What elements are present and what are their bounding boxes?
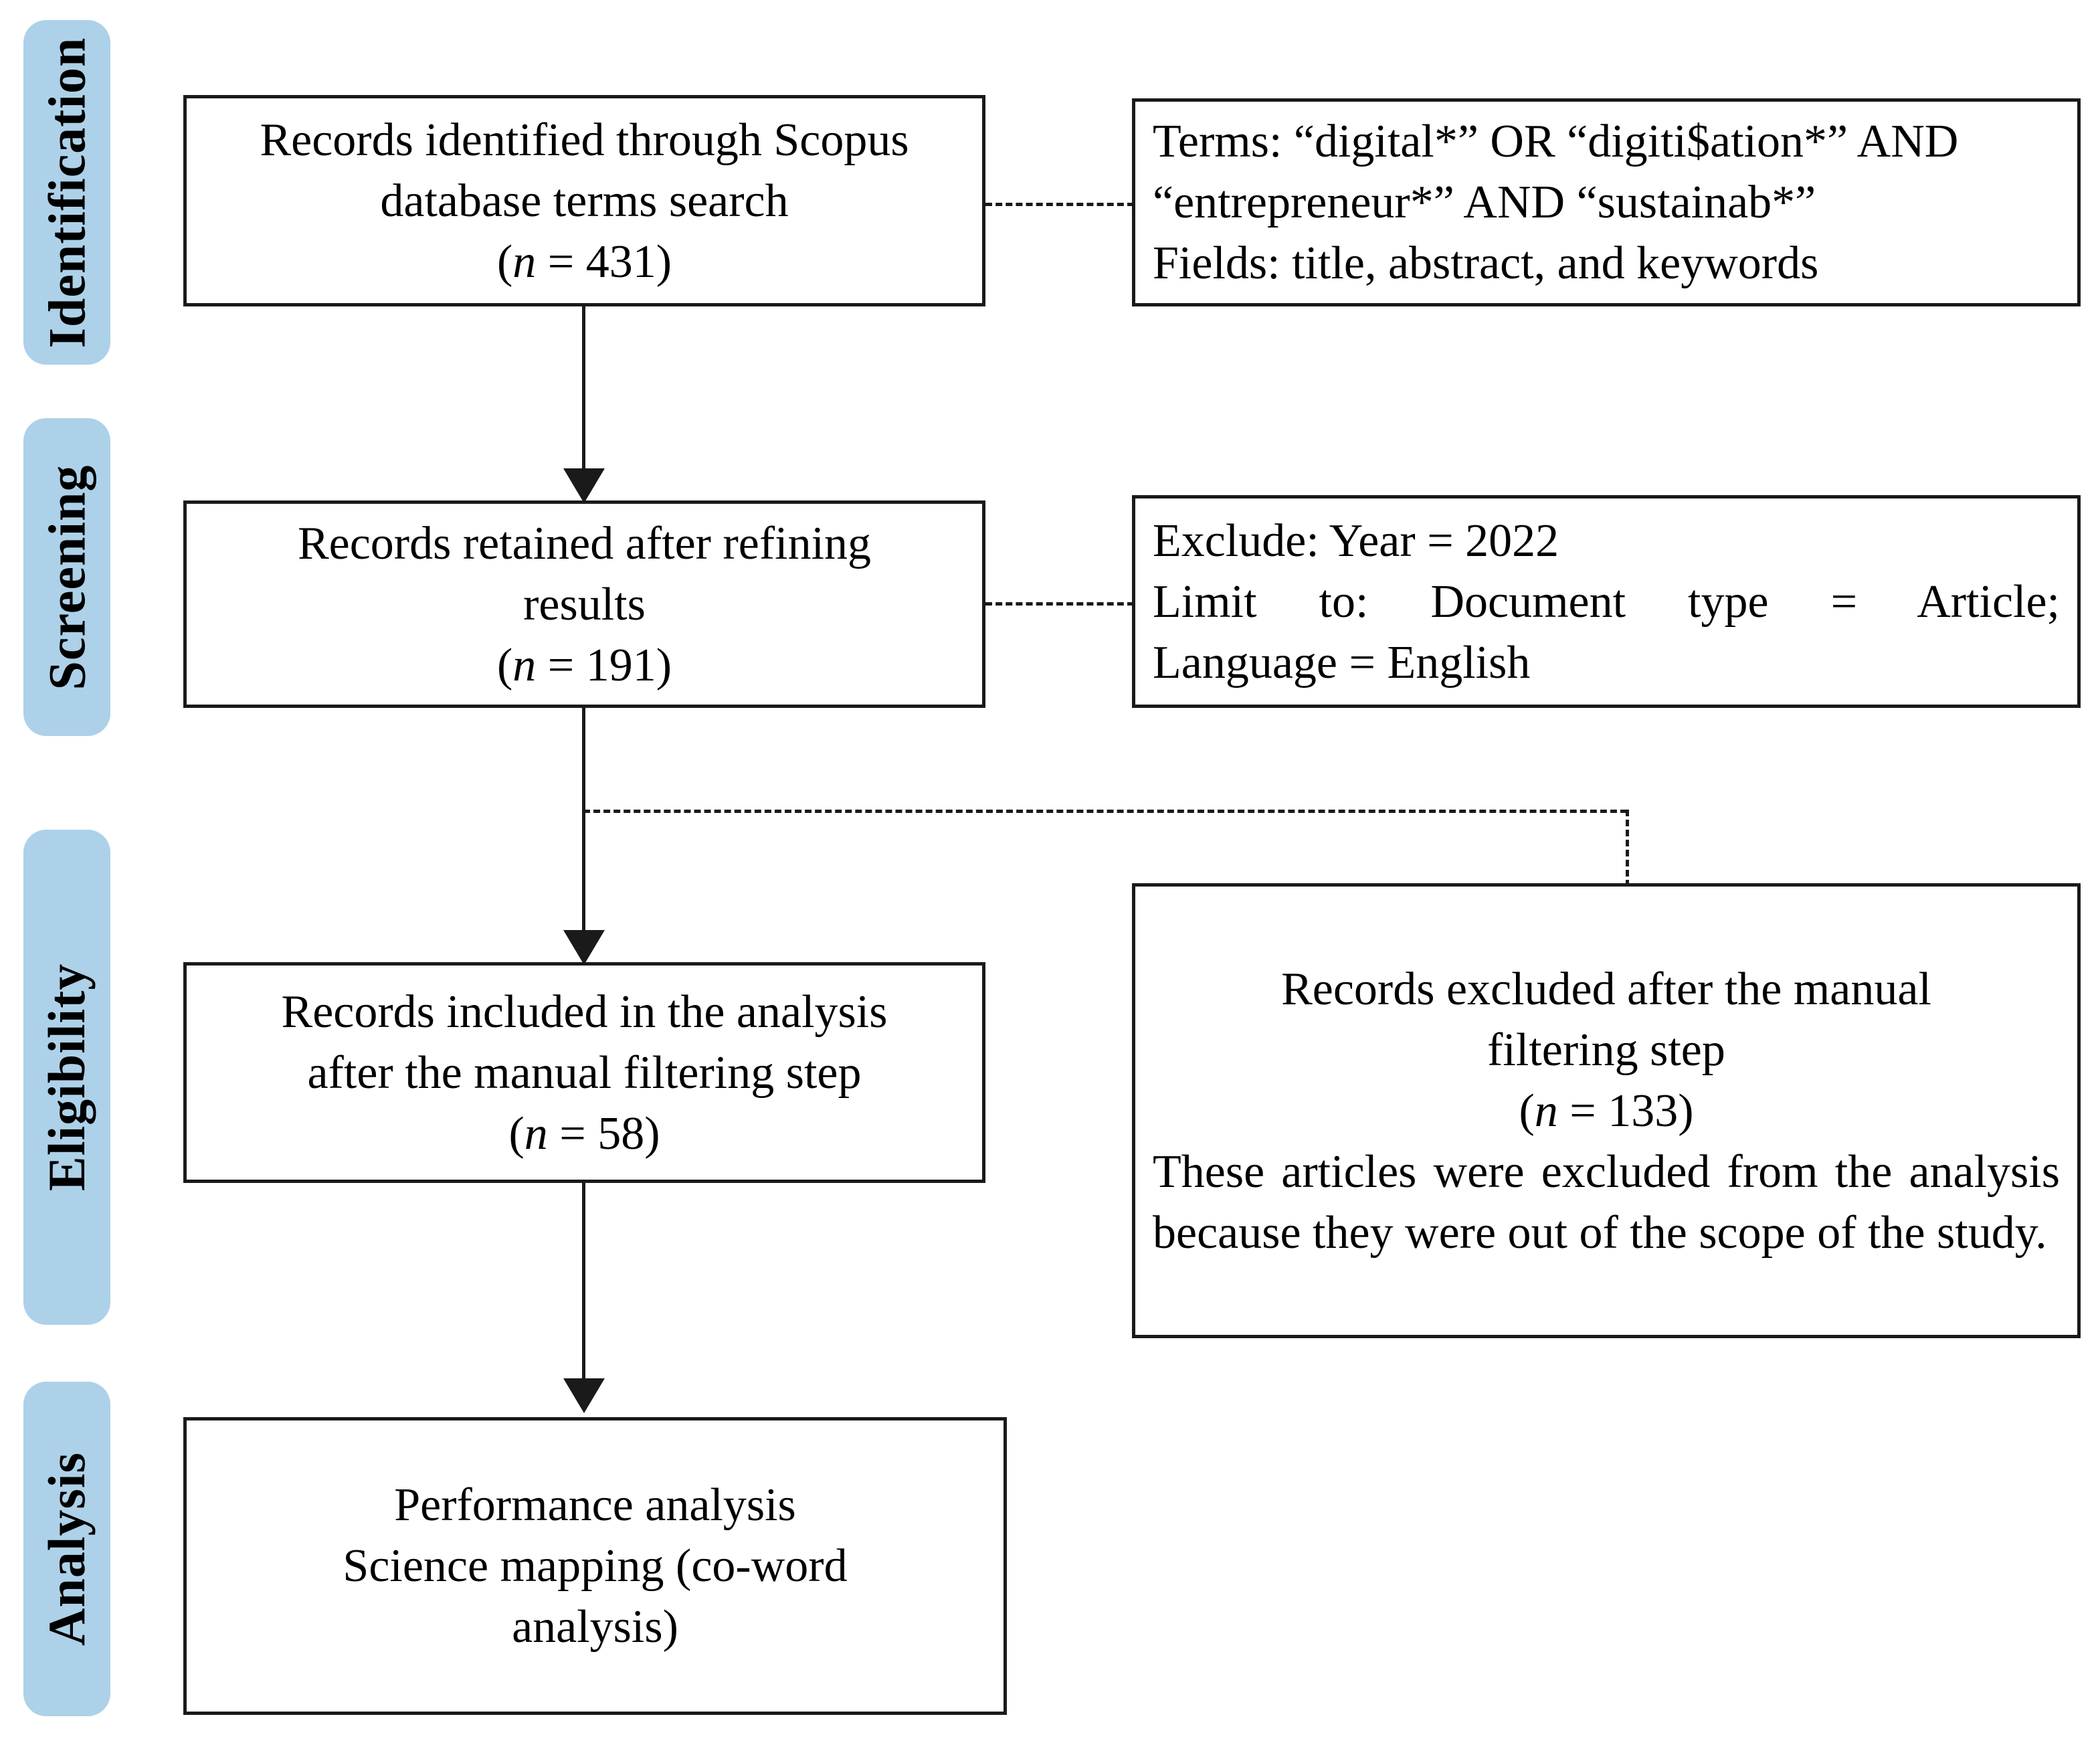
stage-tab-analysis-label: Analysis [37,1452,96,1646]
dashed-connector-identified-to-terms [985,203,1134,206]
box-search-terms-text: Terms: “digital*” OR “digiti$ation*” AND… [1135,111,2077,294]
box-analysis-methods-text: Performance analysis Science mapping (co… [187,1475,1004,1657]
box-refine-criteria-line2: Limit to: Document type = Article; [1153,575,2060,628]
box-records-excluded-note: These articles were excluded from the an… [1153,1145,2060,1259]
box-records-retained: Records retained after refining results … [183,500,985,708]
box-records-retained-count: (n = 191) [496,639,672,691]
box-search-terms: Terms: “digital*” OR “digiti$ation*” AND… [1132,98,2081,306]
box-refine-criteria-line3: Language = English [1153,636,1531,688]
box-records-retained-line1: Records retained after refining [297,517,872,569]
box-refine-criteria-line1: Exclude: Year = 2022 [1153,515,1559,567]
arrow-line-included-to-analysis [582,1183,585,1390]
box-records-included: Records included in the analysis after t… [183,962,985,1183]
dashed-connector-branch-horizontal [583,810,1627,813]
stage-tab-screening[interactable]: Screening [23,418,110,736]
box-refine-criteria: Exclude: Year = 2022 Limit to: Document … [1132,495,2081,708]
box-search-terms-line1: Terms: “digital*” OR “digiti$ation*” AND [1153,116,1959,167]
box-search-terms-line2: “entrepreneur*” AND “sustainab*” [1153,177,1816,228]
stage-tab-identification[interactable]: Identification [23,20,110,365]
box-analysis-methods-line1: Performance analysis [394,1479,796,1531]
stage-tab-eligibility[interactable]: Eligibility [23,830,110,1325]
stage-tab-analysis[interactable]: Analysis [23,1382,110,1716]
box-records-identified-text: Records identified through Scopus databa… [187,110,982,292]
arrow-head-retained-to-included [563,930,605,965]
box-records-excluded: Records excluded after the manual filter… [1132,883,2081,1338]
box-search-terms-line3: Fields: title, abstract, and keywords [1153,238,1819,289]
box-records-excluded-text: Records excluded after the manual filter… [1135,959,2077,1263]
stage-tab-screening-label: Screening [37,464,96,690]
box-records-retained-text: Records retained after refining results … [187,513,982,696]
box-records-identified: Records identified through Scopus databa… [183,95,985,306]
arrow-line-retained-to-included [582,708,585,942]
box-records-excluded-line2: filtering step [1487,1024,1725,1076]
stage-tab-identification-label: Identification [37,37,96,348]
box-analysis-methods-line2: Science mapping (co-word [343,1540,848,1592]
box-records-identified-line2: database terms search [380,175,789,227]
box-analysis-methods-line3: analysis) [512,1601,678,1653]
box-records-included-line2: after the manual filtering step [307,1046,862,1099]
box-refine-criteria-text: Exclude: Year = 2022 Limit to: Document … [1135,511,2077,693]
arrow-head-included-to-analysis [563,1378,605,1413]
box-analysis-methods: Performance analysis Science mapping (co… [183,1417,1007,1715]
dashed-connector-branch-vertical [1626,810,1629,887]
box-records-included-line1: Records included in the analysis [281,986,888,1038]
box-records-included-count: (n = 58) [508,1107,660,1160]
arrow-line-identified-to-retained [582,306,585,477]
box-records-included-text: Records included in the analysis after t… [187,982,982,1164]
arrow-head-identified-to-retained [563,468,605,503]
box-records-identified-line1: Records identified through Scopus [260,114,909,166]
box-records-identified-count: (n = 431) [496,236,672,288]
stage-tab-eligibility-label: Eligibility [37,963,96,1192]
box-records-excluded-count: (n = 133) [1519,1085,1694,1137]
box-records-retained-line2: results [523,578,646,630]
dashed-connector-retained-to-criteria [985,602,1134,606]
box-records-excluded-line1: Records excluded after the manual [1281,963,1931,1015]
